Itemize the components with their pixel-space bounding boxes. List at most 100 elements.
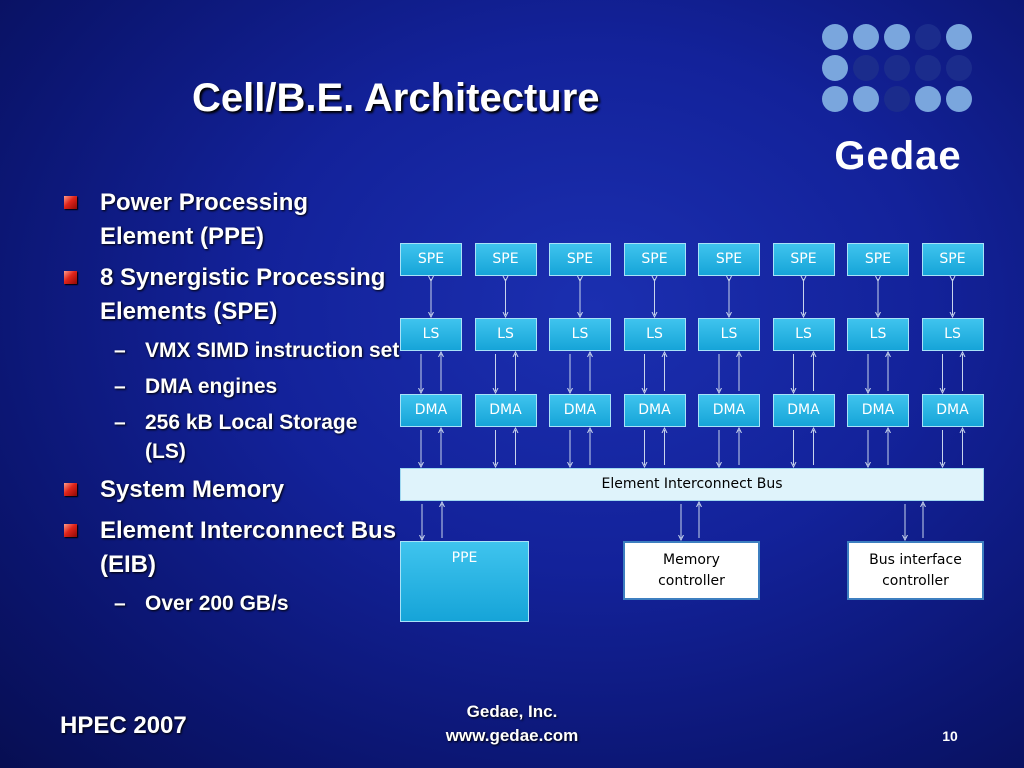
logo-dot xyxy=(915,55,941,81)
bullet-text: Power Processing Element (PPE) xyxy=(100,189,309,250)
dma-label: DMA xyxy=(638,402,671,418)
dash-marker-icon: – xyxy=(114,411,126,434)
spe-block: SPE xyxy=(400,243,462,276)
spe-block: SPE xyxy=(847,243,909,276)
bullet-marker-icon xyxy=(64,483,77,496)
memory-controller-block: Memory controller xyxy=(623,541,760,600)
bullet-marker-icon xyxy=(64,524,77,537)
spe-label: SPE xyxy=(939,251,966,267)
dma-label: DMA xyxy=(563,402,597,418)
logo-dot xyxy=(884,86,910,112)
logo-dot xyxy=(853,86,879,112)
ppe-label: PPE xyxy=(451,550,478,566)
bullet-text: DMA engines xyxy=(145,375,278,398)
footer-company-name: Gedae, Inc. xyxy=(466,702,558,721)
gedae-logo: Gedae xyxy=(822,24,974,176)
ls-block: LS xyxy=(623,318,686,351)
sub-bullet-item: –VMX SIMD instruction set xyxy=(60,336,400,365)
slide-title: Cell/B.E. Architecture xyxy=(192,76,600,120)
spe-block: SPE xyxy=(549,243,611,276)
bullet-list: Power Processing Element (PPE) 8 Synergis… xyxy=(60,186,400,625)
sub-bullet-item: –Over 200 GB/s xyxy=(60,589,400,618)
bullet-item: System Memory xyxy=(60,473,400,507)
logo-dot xyxy=(946,24,972,50)
ls-block: LS xyxy=(698,318,760,351)
bullet-text: 8 Synergistic Processing Elements (SPE) xyxy=(100,264,386,325)
ls-label: LS xyxy=(795,326,812,342)
bus-label: Element Interconnect Bus xyxy=(601,476,783,492)
dma-label: DMA xyxy=(489,402,522,418)
dma-block: DMA xyxy=(549,394,611,427)
spe-block: SPE xyxy=(772,243,835,276)
page-number: 10 xyxy=(942,728,958,744)
dma-block: DMA xyxy=(921,394,984,427)
spe-block: SPE xyxy=(921,243,984,276)
ls-label: LS xyxy=(497,326,514,342)
logo-dot xyxy=(915,86,941,112)
logo-dot xyxy=(884,55,910,81)
ls-label: LS xyxy=(422,326,440,342)
bullet-item: Power Processing Element (PPE) xyxy=(60,186,400,254)
bullet-marker-icon xyxy=(64,196,77,209)
spe-label: SPE xyxy=(864,251,892,267)
memory-controller-label: Memory controller xyxy=(658,551,725,589)
dma-label: DMA xyxy=(414,402,448,418)
ls-block: LS xyxy=(921,318,984,351)
dma-block: DMA xyxy=(772,394,835,427)
dash-marker-icon: – xyxy=(114,592,126,615)
dma-block: DMA xyxy=(474,394,537,427)
dma-label: DMA xyxy=(861,402,895,418)
element-interconnect-bus: Element Interconnect Bus xyxy=(400,468,984,501)
logo-dot xyxy=(884,24,910,50)
bus-interface-controller-label: Bus interface controller xyxy=(869,551,962,589)
ls-label: LS xyxy=(571,326,589,342)
spe-label: SPE xyxy=(641,251,668,267)
bullet-marker-icon xyxy=(64,271,77,284)
ls-label: LS xyxy=(869,326,887,342)
spe-label: SPE xyxy=(715,251,743,267)
dma-block: DMA xyxy=(400,394,462,427)
spe-label: SPE xyxy=(566,251,594,267)
ppe-block: PPE xyxy=(400,541,529,622)
logo-text: Gedae xyxy=(834,134,962,178)
ls-block: LS xyxy=(474,318,537,351)
bullet-text: Over 200 GB/s xyxy=(145,592,289,615)
logo-dot xyxy=(853,24,879,50)
bullet-text: VMX SIMD instruction set xyxy=(145,339,400,362)
footer-website[interactable]: www.gedae.com xyxy=(445,726,579,745)
spe-label: SPE xyxy=(790,251,817,267)
dma-label: DMA xyxy=(787,402,820,418)
ls-block: LS xyxy=(549,318,611,351)
bullet-item: 8 Synergistic Processing Elements (SPE) xyxy=(60,261,400,329)
logo-dot xyxy=(822,24,848,50)
ls-block: LS xyxy=(772,318,835,351)
dash-marker-icon: – xyxy=(114,375,126,398)
logo-dot xyxy=(853,55,879,81)
bullet-item: Element Interconnect Bus (EIB) xyxy=(60,514,400,582)
bullet-text: System Memory xyxy=(100,476,285,503)
logo-dot xyxy=(946,86,972,112)
bus-interface-controller-block: Bus interface controller xyxy=(847,541,984,600)
ls-label: LS xyxy=(720,326,738,342)
sub-bullet-item: –DMA engines xyxy=(60,372,400,401)
footer-company: Gedae, Inc. www.gedae.com xyxy=(412,700,612,748)
ls-label: LS xyxy=(646,326,663,342)
spe-label: SPE xyxy=(492,251,519,267)
logo-dot xyxy=(946,55,972,81)
spe-label: SPE xyxy=(417,251,445,267)
ls-block: LS xyxy=(400,318,462,351)
spe-block: SPE xyxy=(698,243,760,276)
dash-marker-icon: – xyxy=(114,339,126,362)
footer-conference: HPEC 2007 xyxy=(60,712,187,739)
bullet-text: 256 kB Local Storage (LS) xyxy=(145,411,358,463)
ls-block: LS xyxy=(847,318,909,351)
logo-dot xyxy=(915,24,941,50)
dma-label: DMA xyxy=(936,402,969,418)
dma-block: DMA xyxy=(623,394,686,427)
spe-block: SPE xyxy=(474,243,537,276)
dma-block: DMA xyxy=(698,394,760,427)
dma-label: DMA xyxy=(712,402,746,418)
ls-label: LS xyxy=(944,326,961,342)
